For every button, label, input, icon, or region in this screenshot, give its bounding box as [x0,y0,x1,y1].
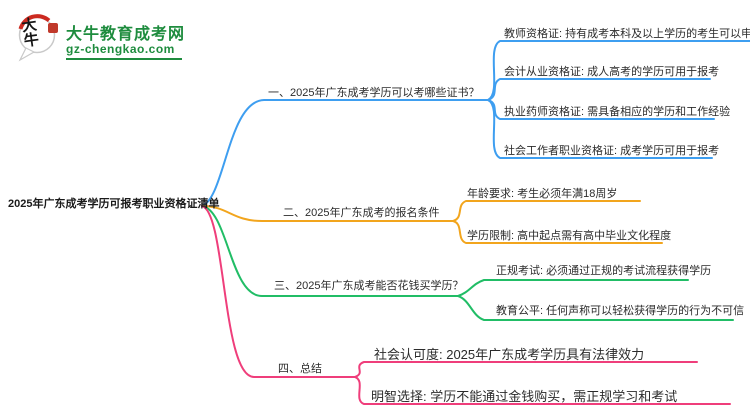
branch-2-leaf-1-connector [452,200,641,222]
branch-4-leaf-2[interactable]: 明智选择: 学历不能通过金钱购买，需正规学习和考试 [371,389,678,404]
branch-1-label[interactable]: 一、2025年广东成考学历可以考哪些证书？ [268,87,480,99]
branch-1-leaf-3[interactable]: 执业药师资格证: 需具备相应的学历和工作经验 [504,106,731,118]
branch-2-connector [201,205,454,222]
branch-1-leaf-1-connector [487,40,750,101]
site-name: 大牛教育成考网 [66,26,186,43]
branch-3-connector [201,205,459,297]
branch-1-leaf-1[interactable]: 教师资格证: 持有成考本科及以上学历的考生可以申请 [504,28,750,40]
branch-2-leaf-1[interactable]: 年龄要求: 考生必须年满18周岁 [467,188,618,200]
branch-2-leaf-2[interactable]: 学历限制: 高中起点需有高中毕业文化程度 [467,230,672,242]
branch-3-leaf-1-connector [457,279,689,297]
central-topic-node[interactable]: 2025年广东成考学历可报考职业资格证清单 [8,198,220,210]
branch-4-leaf-1[interactable]: 社会认可度: 2025年广东成考学历具有法律效力 [374,347,645,362]
branch-4-connector [201,205,356,378]
branch-1-leaf-4-connector [487,99,713,159]
branch-4-leaf-1-connector [354,361,698,378]
branch-1-connector [201,99,489,207]
branch-2-label[interactable]: 二、2025年广东成考的报名条件 [283,207,440,219]
branch-3-label[interactable]: 三、2025年广东成考能否花钱买学历？ [274,280,464,292]
branch-3-leaf-2[interactable]: 教育公平: 任何声称可以轻松获得学历的行为不可信 [496,305,745,317]
branch-1-leaf-2[interactable]: 会计从业资格证: 成人高考的学历可用于报考 [504,66,720,78]
branch-2-leaf-2-connector [452,220,663,244]
branch-4-leaf-2-connector [354,376,731,405]
branch-4-label[interactable]: 四、总结 [278,363,322,375]
site-logo: 大牛 大牛教育成考网 gz-chengkao.com [14,12,204,64]
site-url: gz-chengkao.com [66,42,175,56]
logo-bubble-icon [18,14,58,62]
logo-underline [66,58,182,60]
branch-1-leaf-2-connector [487,78,711,101]
branch-3-leaf-1[interactable]: 正规考试: 必须通过正规的考试流程获得学历 [496,265,712,277]
branch-3-leaf-2-connector [457,295,734,321]
branch-1-leaf-4[interactable]: 社会工作者职业资格证: 成考学历可用于报考 [504,145,720,157]
